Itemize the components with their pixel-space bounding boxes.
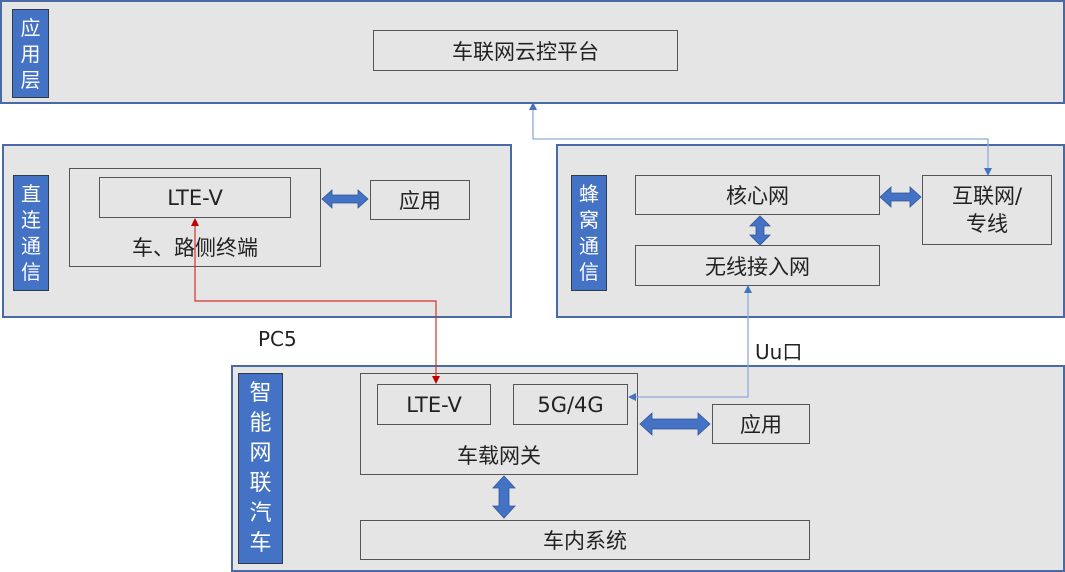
cellular-comm-panel: [556, 144, 1065, 318]
vehicle-lte-v-box: LTE-V: [377, 384, 491, 425]
pc5-arrowhead-vehicle: [432, 376, 440, 384]
label-char: 信: [21, 260, 41, 284]
label-char: 联: [249, 470, 272, 496]
vehicle-gateway-box: [360, 373, 638, 475]
internet-box: 互联网/ 专线: [922, 175, 1052, 245]
internet-arrowhead: [984, 168, 992, 176]
direct-comm-panel: [2, 144, 512, 318]
label-char: 连: [21, 208, 41, 232]
double-arrow-core-internet: [879, 186, 922, 208]
label-char: 智: [249, 380, 272, 406]
pc5-label: PC5: [258, 327, 297, 351]
direct-app-box: 应用: [370, 180, 470, 220]
double-arrow-core-radio: [749, 215, 771, 246]
label-char: 窝: [579, 208, 599, 232]
label-char: 用: [20, 41, 41, 66]
label-char: 网: [249, 440, 272, 466]
cloud-arrowhead: [529, 102, 537, 110]
label-char: 信: [579, 260, 599, 284]
pc5-arrowhead-roadside: [191, 218, 199, 226]
in-vehicle-system-text: 车内系统: [543, 529, 627, 553]
cellular-comm-label: 蜂 窝 通 信: [571, 175, 607, 291]
label-char: 直: [21, 182, 41, 206]
label-char: 通: [579, 234, 599, 258]
direct-comm-label: 直 连 通 信: [13, 175, 49, 291]
vehicle-panel: [231, 365, 1065, 572]
core-network-box: 核心网: [635, 175, 880, 215]
uu-link: [632, 291, 749, 398]
double-arrow-terminal-app: [321, 189, 369, 209]
direct-app-text: 应用: [399, 189, 441, 213]
radio-access-text: 无线接入网: [705, 254, 810, 279]
vehicle-app-box: 应用: [712, 404, 810, 444]
in-vehicle-system-box: 车内系统: [360, 520, 810, 560]
vehicle-lte-v-text: LTE-V: [406, 392, 462, 417]
cloud-platform-box: 车联网云控平台: [373, 30, 678, 71]
direct-lte-v-box: LTE-V: [99, 177, 291, 218]
vehicle-cellular-box: 5G/4G: [513, 384, 628, 425]
label-char: 汽: [249, 500, 272, 526]
radio-access-box: 无线接入网: [635, 245, 880, 286]
label-char: 层: [20, 67, 41, 92]
label-char: 通: [21, 234, 41, 258]
application-layer-label: 应 用 层: [12, 9, 49, 98]
uu-label: Uu口: [755, 340, 803, 364]
label-char: 应: [20, 15, 41, 40]
label-char: 能: [249, 410, 272, 436]
double-arrow-gateway-system: [492, 475, 516, 519]
internet-text-line1: 互联网/: [951, 184, 1023, 208]
direct-lte-v-text: LTE-V: [167, 185, 223, 210]
label-char: 蜂: [579, 182, 599, 206]
uu-arrowhead-vehicle: [628, 393, 636, 401]
double-arrow-gateway-app: [639, 412, 711, 436]
cloud-internet-link: [532, 108, 989, 170]
internet-text-line2: 专线: [966, 212, 1008, 236]
vehicle-cellular-text: 5G/4G: [537, 392, 604, 417]
vehicle-label: 智 能 网 联 汽 车: [238, 373, 283, 564]
cloud-platform-text: 车联网云控平台: [452, 39, 599, 64]
vehicle-gateway-text: 车载网关: [457, 444, 541, 468]
pc5-link: [194, 224, 437, 378]
application-layer-panel: [0, 0, 1065, 104]
vehicle-app-text: 应用: [740, 413, 782, 437]
label-char: 车: [249, 530, 272, 556]
uu-arrowhead-radio: [744, 285, 752, 293]
core-network-text: 核心网: [726, 184, 789, 208]
